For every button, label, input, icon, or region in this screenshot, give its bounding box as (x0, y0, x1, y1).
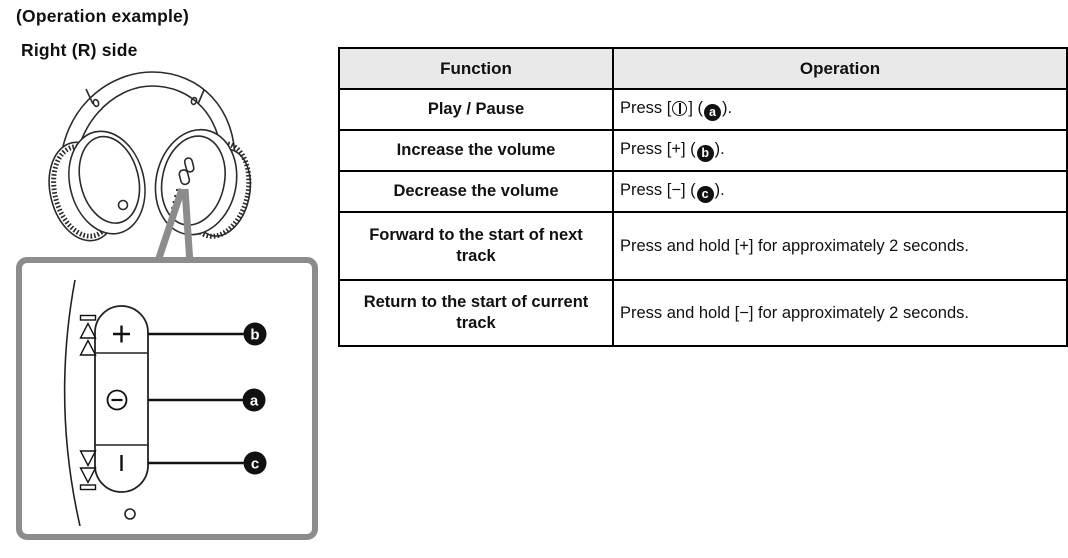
button-capsule (94, 305, 149, 493)
function-column-header: Function (338, 47, 614, 90)
function-cell: Increase the volume (338, 129, 614, 172)
operation-text: ). (722, 99, 733, 117)
power-button-icon (106, 389, 128, 411)
operation-text: ). (714, 140, 725, 158)
cup-button-strip (171, 157, 195, 210)
left-cup-hole (117, 199, 129, 211)
operation-text: ] ( (688, 99, 704, 117)
table-row: Forward to the start of next track Press… (338, 211, 1068, 281)
table-header-row: Function Operation (338, 47, 1068, 90)
previous-track-icon (79, 450, 97, 491)
badge-c-label: c (251, 456, 259, 473)
table-row: Increase the volume Press [+] (b). (338, 129, 1068, 172)
callout-pointer (153, 187, 194, 266)
function-cell: Decrease the volume (338, 170, 614, 213)
operation-text: Press [−] ( (620, 181, 696, 199)
callout-lines (148, 332, 244, 465)
badge-b: b (696, 145, 714, 162)
operation-column-header: Operation (612, 47, 1068, 90)
badge-a-label: a (250, 393, 259, 410)
right-side-heading: Right (R) side (21, 40, 138, 60)
next-track-icon (79, 314, 97, 356)
operation-text: ). (714, 181, 725, 199)
left-ear-cup (48, 130, 146, 242)
badge-b-label: b (250, 327, 259, 344)
headphones-drawing (48, 71, 252, 242)
callout-box (16, 257, 318, 540)
table-row: Play / Pause Press [ ] (a). (338, 88, 1068, 131)
function-cell: Forward to the start of next track (338, 211, 614, 281)
headphones-illustration: b a c (16, 71, 318, 540)
callout-badges: b a c (242, 322, 267, 475)
table-row: Decrease the volume Press [−] (c). (338, 170, 1068, 213)
right-ear-cup (154, 128, 252, 239)
operation-text: Press [+] ( (620, 140, 696, 158)
cup-edge-arc (63, 279, 81, 527)
operation-example-heading: (Operation example) (16, 6, 190, 26)
operation-text: Press [ (620, 99, 672, 117)
operation-cell: Press [+] (b). (612, 129, 1068, 172)
volume-up-icon (113, 325, 130, 343)
operation-cell: Press [−] (c). (612, 170, 1068, 213)
badge-b-circle (243, 322, 267, 346)
operation-cell: Press and hold [+] for approximately 2 s… (612, 211, 1068, 281)
mic-hole (124, 508, 136, 520)
operation-cell: Press [ ] (a). (612, 88, 1068, 131)
badge-a-circle (242, 388, 266, 412)
headband-screw-right (190, 96, 198, 106)
headband-outer (59, 71, 236, 184)
headband-screw-left (92, 98, 100, 108)
headband-seam-left (85, 88, 94, 105)
badge-c: c (696, 186, 714, 203)
operation-table: Function Operation Play / Pause Press []… (338, 47, 1068, 347)
function-cell: Return to the start of current track (338, 279, 614, 347)
power-icon (672, 100, 688, 116)
badge-a: a (704, 104, 722, 121)
badge-c-circle (243, 451, 267, 475)
headband-seam-right (197, 89, 205, 105)
table-row: Return to the start of current track Pre… (338, 279, 1068, 347)
operation-cell: Press and hold [−] for approximately 2 s… (612, 279, 1068, 347)
function-cell: Play / Pause (338, 88, 614, 131)
